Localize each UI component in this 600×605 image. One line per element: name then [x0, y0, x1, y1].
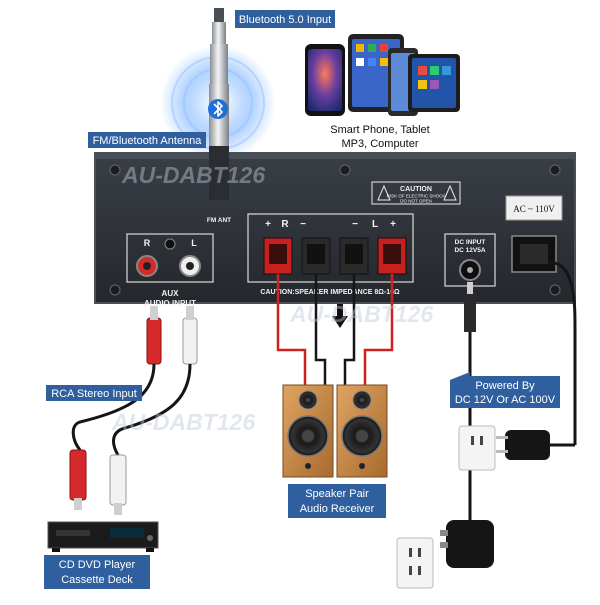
- caution-line1: RISK OF ELECTRIC SHOCK: [387, 194, 446, 199]
- speaker-callout-line1: Speaker Pair: [305, 488, 369, 500]
- dc-power-cable: [440, 282, 494, 568]
- ac-socket: [511, 235, 557, 273]
- caution-line2: DO NOT OPEN: [400, 199, 431, 204]
- wall-outlet-icon: [396, 537, 434, 589]
- speaker-right: [282, 384, 334, 478]
- voltage-sticker: AC ~ 110V: [505, 195, 563, 221]
- rca-cable: [69, 306, 198, 515]
- devices-caption-line2: MP3, Computer: [341, 138, 418, 150]
- cd-dvd-player: [47, 521, 159, 552]
- dc-input-line1: DC INPUT: [455, 239, 486, 246]
- terminal-label-0: +: [265, 219, 271, 230]
- player-callout: CD DVD Player Cassette Deck: [44, 555, 150, 589]
- rca-input-label: RCA Stereo Input: [51, 388, 137, 400]
- fm-ant-label: FM ANT: [207, 217, 231, 224]
- power-callout-line2: DC 12V Or AC 100V: [455, 394, 556, 406]
- bluetooth-input-callout: Bluetooth 5.0 Input: [235, 10, 335, 28]
- screw-icon: [549, 164, 561, 176]
- impedance-label: CAUTION:SPEAKER IMPEDANCE 8Ω-16Ω: [260, 289, 400, 296]
- speaker-cables: [276, 274, 394, 388]
- power-callout-line1: Powered By: [475, 380, 535, 392]
- voltage-label: AC ~ 110V: [513, 204, 555, 214]
- power-callout: Powered By DC 12V Or AC 100V: [450, 372, 560, 408]
- terminal-label-3: −: [352, 219, 358, 230]
- source-devices: Smart Phone, Tablet MP3, Computer: [305, 34, 460, 150]
- watermark: AU-DABT126: [111, 409, 255, 435]
- dc-input-line2: DC 12V5A: [454, 247, 485, 254]
- terminal-label-5: +: [390, 219, 396, 230]
- computer-device: [408, 54, 460, 112]
- screw-icon: [549, 284, 561, 296]
- ground-screw-icon: [164, 238, 176, 250]
- antenna-label: FM/Bluetooth Antenna: [93, 135, 203, 147]
- watermark: AU-DABT126: [121, 162, 265, 188]
- terminal-label-1: R: [281, 219, 289, 230]
- caution-sticker: CAUTION RISK OF ELECTRIC SHOCK DO NOT OP…: [371, 181, 461, 205]
- screw-icon: [109, 164, 121, 176]
- aux-line2: AUDIO INPUT: [144, 299, 196, 308]
- rca-input-callout: RCA Stereo Input: [46, 385, 142, 401]
- wall-outlet-icon: [458, 425, 496, 471]
- terminal-label-2: −: [300, 219, 306, 230]
- down-arrow-icon: [332, 304, 348, 328]
- speaker-callout-line2: Audio Receiver: [300, 503, 375, 515]
- caution-title: CAUTION: [400, 186, 432, 193]
- player-callout-line2: Cassette Deck: [61, 574, 133, 586]
- aux-r-label: R: [144, 238, 151, 248]
- bluetooth-input-label: Bluetooth 5.0 Input: [239, 14, 331, 26]
- ac-power-cable: [496, 260, 577, 460]
- speaker-callout: Speaker Pair Audio Receiver: [288, 484, 386, 518]
- terminal-label-4: L: [372, 219, 378, 230]
- bluetooth-icon: [208, 99, 228, 119]
- aux-line1: AUX: [162, 289, 180, 298]
- screw-icon: [339, 164, 351, 176]
- speaker-left: [336, 384, 388, 478]
- watermark: AU-DABT126: [289, 301, 433, 327]
- speaker-terminals: + R − − L + CAUTION:SPEAKER IMPEDANCE 8Ω…: [247, 213, 414, 296]
- screw-icon: [109, 284, 121, 296]
- amplifier-back-panel: FM ANT CAUTION RISK OF ELECTRIC SHOCK DO…: [94, 152, 576, 308]
- aux-l-label: L: [191, 238, 197, 248]
- antenna-base: [209, 150, 229, 200]
- antenna-callout: FM/Bluetooth Antenna: [88, 132, 206, 148]
- player-callout-line1: CD DVD Player: [59, 559, 136, 571]
- aux-audio-input: R L AUX AUDIO INPUT: [126, 233, 214, 308]
- devices-caption-line1: Smart Phone, Tablet: [330, 124, 429, 136]
- smartphone-device: [305, 44, 345, 116]
- speaker-pair: [282, 384, 388, 478]
